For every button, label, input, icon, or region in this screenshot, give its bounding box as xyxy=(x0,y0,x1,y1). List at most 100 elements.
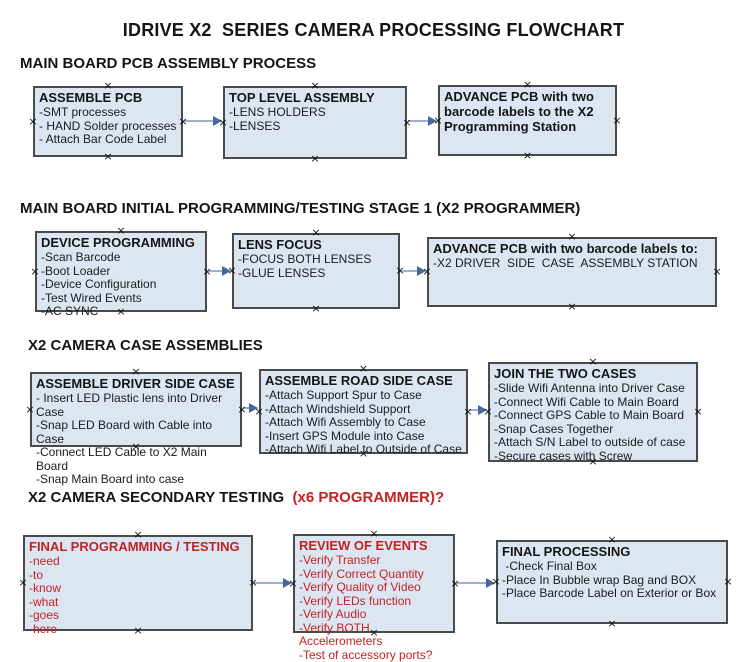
flow-box-top-level-assembly[interactable]: TOP LEVEL ASSEMBLY -LENS HOLDERS -LENSES xyxy=(223,86,407,159)
box-item: -GLUE LENSES xyxy=(238,265,326,280)
section-heading-text: X2 CAMERA SECONDARY TESTING xyxy=(28,489,285,506)
box-item: -Slide Wifi Antenna into Driver Case xyxy=(494,381,685,395)
box-item: -Connect LED Cable to X2 Main Board xyxy=(36,445,211,473)
box-title: JOIN THE TWO CASES xyxy=(494,366,637,381)
box-item: - HAND Solder processes xyxy=(39,118,177,133)
connection-handle-icon: × xyxy=(483,404,493,418)
box-item: -Attach Wifi Assembly to Case xyxy=(265,415,426,429)
box-item: -Device Configuration xyxy=(41,277,157,291)
box-item: -Scan Barcode xyxy=(41,250,121,264)
box-title: FINAL PROCESSING xyxy=(502,544,631,559)
box-item: -Verify Transfer xyxy=(299,553,381,567)
box-item: -X2 DRIVER SIDE CASE ASSEMBLY STATION xyxy=(433,256,698,270)
box-item: -Place Barcode Label on Exterior or Box xyxy=(502,586,717,600)
connection-handle-icon: × xyxy=(248,575,258,589)
flow-arrow-right-icon[interactable] xyxy=(184,116,222,126)
box-item: -need xyxy=(29,554,60,568)
section-heading-text: MAIN BOARD INITIAL PROGRAMMING/TESTING S… xyxy=(20,200,581,217)
box-title: FINAL PROGRAMMING / TESTING xyxy=(29,539,240,554)
connection-handle-icon: × xyxy=(131,439,141,453)
flow-box-review-of-events[interactable]: REVIEW OF EVENTS -Verify Transfer -Verif… xyxy=(293,534,455,661)
section-heading-pcb-assembly: MAIN BOARD PCB ASSEMBLY PROCESS xyxy=(20,55,316,72)
box-item: -Snap Main Board into case xyxy=(36,472,185,486)
flow-box-lens-focus[interactable]: LENS FOCUS -FOCUS BOTH LENSES -GLUE LENS… xyxy=(232,233,400,309)
page-title: IDRIVE X2 SERIES CAMERA PROCESSING FLOWC… xyxy=(122,20,625,40)
flow-box-assemble-pcb[interactable]: ASSEMBLE PCB -SMT processes - HAND Solde… xyxy=(33,86,183,157)
box-item: -Insert GPS Module into Case xyxy=(265,428,425,443)
flow-box-final-processing[interactable]: FINAL PROCESSING -Check Final Box -Place… xyxy=(496,540,728,624)
section-heading-accent: (x6 PROGRAMMER)? xyxy=(284,489,445,506)
box-item: -Attach S/N Label to outside of case xyxy=(494,435,686,449)
section-heading-case-assemblies: X2 CAMERA CASE ASSEMBLIES xyxy=(28,337,263,354)
connection-handle-icon: × xyxy=(463,404,473,418)
box-item: -Test of accessory ports? xyxy=(299,647,433,662)
connection-handle-icon: × xyxy=(395,263,405,277)
box-item: -FOCUS BOTH LENSES xyxy=(238,252,372,266)
connection-handle-icon: × xyxy=(433,113,443,127)
connection-handle-icon: × xyxy=(133,623,143,637)
flow-arrow-right-icon[interactable] xyxy=(469,405,487,415)
flow-box-device-programming[interactable]: DEVICE PROGRAMMING -Scan Barcode -Boot L… xyxy=(35,231,207,318)
connection-handle-icon: × xyxy=(30,264,40,278)
box-item: -Snap Cases Together xyxy=(494,421,614,436)
connection-handle-icon: × xyxy=(588,354,598,368)
box-item: -Verify Correct Quantity xyxy=(299,566,424,581)
flow-arrow-right-icon[interactable] xyxy=(208,266,231,276)
flow-arrow-right-icon[interactable] xyxy=(243,403,258,413)
connection-handle-icon: × xyxy=(607,616,617,630)
box-item: -Connect Wifi Cable to Main Board xyxy=(494,394,679,409)
box-item: -Snap LED Board with Cable into Case xyxy=(36,418,216,446)
box-title: LENS FOCUS xyxy=(238,237,322,252)
box-item: -AC SYNC xyxy=(41,304,99,318)
box-item: -Check Final Box xyxy=(502,559,597,573)
section-heading-secondary-testing: X2 CAMERA SECONDARY TESTING (x6 PROGRAMM… xyxy=(28,489,444,506)
connection-handle-icon: × xyxy=(310,78,320,92)
connection-handle-icon: × xyxy=(693,404,703,418)
connection-handle-icon: × xyxy=(254,404,264,418)
connection-handle-icon: × xyxy=(133,527,143,541)
connection-handle-icon: × xyxy=(103,149,113,163)
box-item: -LENSES xyxy=(229,118,281,133)
section-heading-text: X2 CAMERA CASE ASSEMBLIES xyxy=(28,337,263,354)
box-item: - Attach Bar Code Label xyxy=(39,132,167,146)
connection-handle-icon: × xyxy=(567,229,577,243)
flow-box-advance-pcb-driver-side[interactable]: ADVANCE PCB with two barcode labels to: … xyxy=(427,237,717,307)
box-item: -Secure cases with Screw xyxy=(494,448,633,463)
flow-arrow-right-icon[interactable] xyxy=(401,266,426,276)
connection-handle-icon: × xyxy=(18,575,28,589)
flow-box-final-programming-testing[interactable]: FINAL PROGRAMMING / TESTING -need -to -k… xyxy=(23,535,253,635)
flow-box-join-the-two-cases[interactable]: JOIN THE TWO CASES -Slide Wifi Antenna i… xyxy=(488,362,698,462)
box-item: -Place In Bubble wrap Bag and BOX xyxy=(502,572,697,587)
connection-handle-icon: × xyxy=(116,223,126,237)
connection-handle-icon: × xyxy=(28,114,38,128)
connection-handle-icon: × xyxy=(311,225,321,239)
section-heading-initial-programming: MAIN BOARD INITIAL PROGRAMMING/TESTING S… xyxy=(20,200,580,217)
connection-handle-icon: × xyxy=(369,625,379,639)
section-heading-text: MAIN BOARD PCB ASSEMBLY PROCESS xyxy=(20,55,317,72)
connection-handle-icon: × xyxy=(202,264,212,278)
box-item: -SMT processes xyxy=(39,105,127,119)
box-title: ASSEMBLE DRIVER SIDE CASE xyxy=(36,376,235,391)
box-item: -LENS HOLDERS xyxy=(229,105,326,119)
box-item: -Verify Audio xyxy=(299,607,367,621)
connection-handle-icon: × xyxy=(607,532,617,546)
connection-handle-icon: × xyxy=(131,364,141,378)
flow-arrow-right-icon[interactable] xyxy=(254,578,292,588)
flow-box-advance-pcb-programming-station[interactable]: ADVANCE PCB with two barcode labels to t… xyxy=(438,85,617,156)
connection-handle-icon: × xyxy=(612,113,622,127)
connection-handle-icon: × xyxy=(567,299,577,313)
connection-handle-icon: × xyxy=(358,361,369,375)
box-title: TOP LEVEL ASSEMBLY xyxy=(229,90,375,105)
connection-handle-icon: × xyxy=(25,402,35,416)
connection-handle-icon: × xyxy=(422,264,432,278)
flow-box-assemble-road-side-case[interactable]: ASSEMBLE ROAD SIDE CASE -Attach Support … xyxy=(259,369,468,456)
connection-handle-icon: × xyxy=(369,526,379,540)
flow-arrow-right-icon[interactable] xyxy=(456,578,495,588)
connection-handle-icon: × xyxy=(358,446,369,460)
box-item: -goes xyxy=(29,608,60,622)
connection-handle-icon: × xyxy=(723,574,733,588)
connection-handle-icon: × xyxy=(178,114,188,128)
flow-box-assemble-driver-side-case[interactable]: ASSEMBLE DRIVER SIDE CASE - Insert LED P… xyxy=(30,372,242,486)
flow-arrow-right-icon[interactable] xyxy=(408,116,437,126)
